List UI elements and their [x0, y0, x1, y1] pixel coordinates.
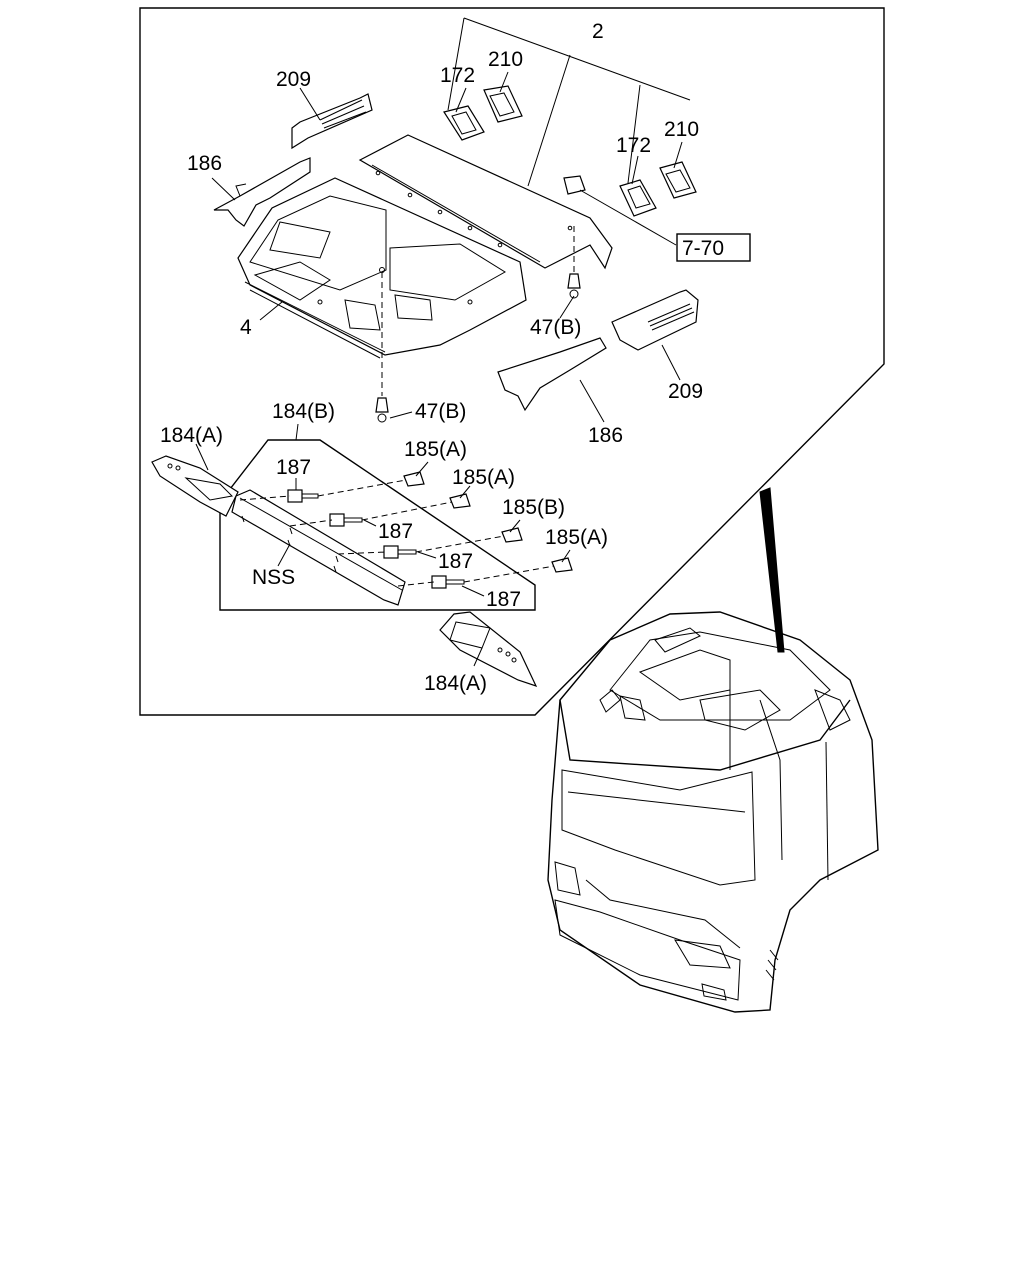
label-nss: NSS: [252, 566, 295, 589]
screw-187-2: [329, 513, 363, 527]
label-2: 2: [592, 20, 604, 43]
assembly-lines: [239, 479, 555, 587]
leader-4: [259, 301, 283, 321]
label-185a-3: 185(A): [545, 526, 608, 549]
label-185b: 185(B): [502, 496, 565, 519]
ref-box-frame: [676, 233, 751, 262]
truck-cab-illustration: [547, 611, 879, 1013]
label-210-left: 210: [488, 48, 523, 71]
leader-187-3: [417, 551, 437, 559]
screw-187-4: [431, 575, 465, 589]
leader-185b: [509, 519, 521, 533]
label-185a-1: 185(A): [404, 438, 467, 461]
leader-185a-3: [561, 549, 571, 563]
part-209-upper-left: [291, 93, 373, 150]
screw-187-1: [287, 489, 319, 503]
leader-209-top: [299, 87, 321, 121]
clip-185a-3: [551, 557, 573, 573]
leader-47b-right: [559, 295, 575, 319]
label-172-left: 172: [440, 64, 475, 87]
part-209-right: [611, 289, 699, 351]
leader-47b-left: [389, 411, 413, 419]
screw-187-3: [383, 545, 417, 559]
leader-186-top: [211, 177, 236, 201]
label-172-right: 172: [616, 134, 651, 157]
label-187-3: 187: [438, 550, 473, 573]
vent-172-left: [443, 105, 485, 141]
label-184a-bottom: 184(A): [424, 672, 487, 695]
roof-panel: [358, 134, 613, 270]
label-ref-7-70: 7-70: [682, 237, 724, 260]
label-187-2: 187: [378, 520, 413, 543]
fastener-47b-right: [567, 226, 581, 299]
leader-210-right: [673, 141, 683, 169]
clip-185a-2: [449, 493, 471, 509]
label-186-lower: 186: [588, 424, 623, 447]
leader-184b: [295, 423, 299, 441]
leader-185a-2: [459, 485, 471, 499]
leader-187-2: [363, 519, 377, 527]
label-210-right: 210: [664, 118, 699, 141]
roof-clip: [563, 175, 586, 195]
leader-210-left: [499, 71, 509, 93]
vent-172-right: [619, 179, 657, 217]
diagram-frame: [139, 7, 885, 716]
label-187-1: 187: [276, 456, 311, 479]
label-184b: 184(B): [272, 400, 335, 423]
fastener-47b-left: [375, 272, 389, 423]
part-186-lower: [497, 337, 607, 412]
label-4: 4: [240, 316, 252, 339]
label-209-right: 209: [668, 380, 703, 403]
label-47b-right: 47(B): [530, 316, 581, 339]
label-209-top: 209: [276, 68, 311, 91]
leader-nss: [277, 543, 291, 567]
location-arrow: [759, 487, 785, 653]
label-187-4: 187: [486, 588, 521, 611]
vent-ring-210-left: [483, 85, 523, 123]
leader-184a-bottom: [473, 647, 483, 667]
trim-184b: [231, 489, 406, 606]
label-186-top: 186: [187, 152, 222, 175]
leader-209-right: [661, 344, 681, 381]
leader-186-lower: [579, 379, 605, 423]
leader-184a-top: [195, 443, 209, 471]
leader-187-4: [461, 585, 485, 597]
vent-ring-210-right: [659, 161, 697, 199]
leader-172-left: [455, 87, 467, 113]
leader-2: [447, 17, 691, 187]
label-184a-top: 184(A): [160, 424, 223, 447]
leader-172-right: [631, 155, 639, 185]
leader-185a-1: [415, 461, 429, 477]
trim-184a-upper: [151, 455, 239, 517]
label-47b-left: 47(B): [415, 400, 466, 423]
part-186-upper-left: [213, 157, 311, 227]
clip-185a-1: [403, 471, 425, 487]
label-185a-2: 185(A): [452, 466, 515, 489]
leader-7-70: [579, 189, 677, 246]
